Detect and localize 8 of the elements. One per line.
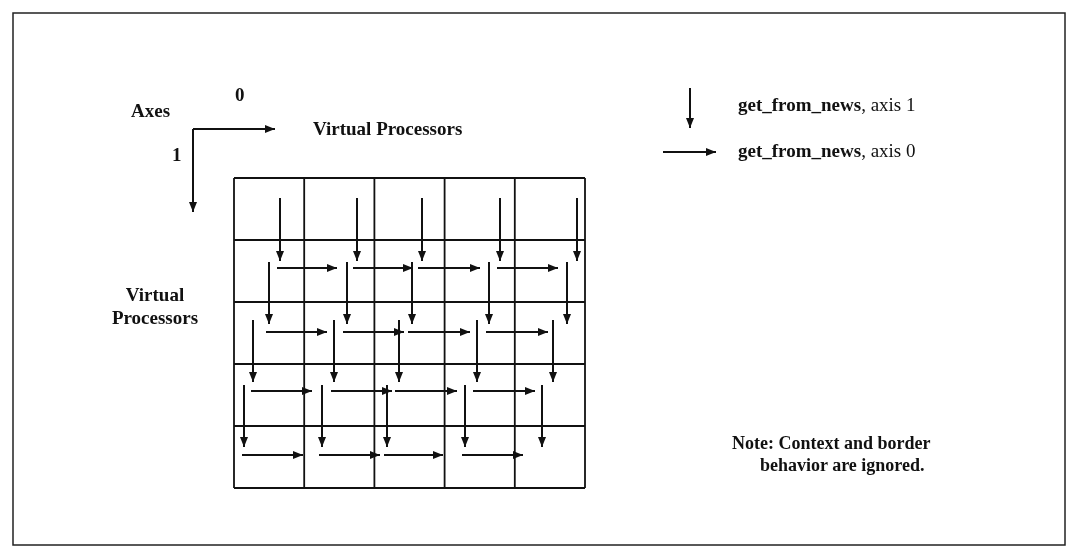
legend-text: get_from_news, axis 0 (738, 140, 916, 163)
axis-title: Virtual Processors (313, 118, 463, 141)
axis-title: Virtual Processors (110, 284, 200, 330)
axis-number: 0 (235, 84, 245, 107)
axis-number: 1 (172, 144, 182, 167)
note-text: Note: Context and border behavior are ignored. (732, 433, 932, 477)
legend-text: get_from_news, axis 1 (738, 94, 916, 117)
axes-label: Axes (131, 100, 171, 123)
